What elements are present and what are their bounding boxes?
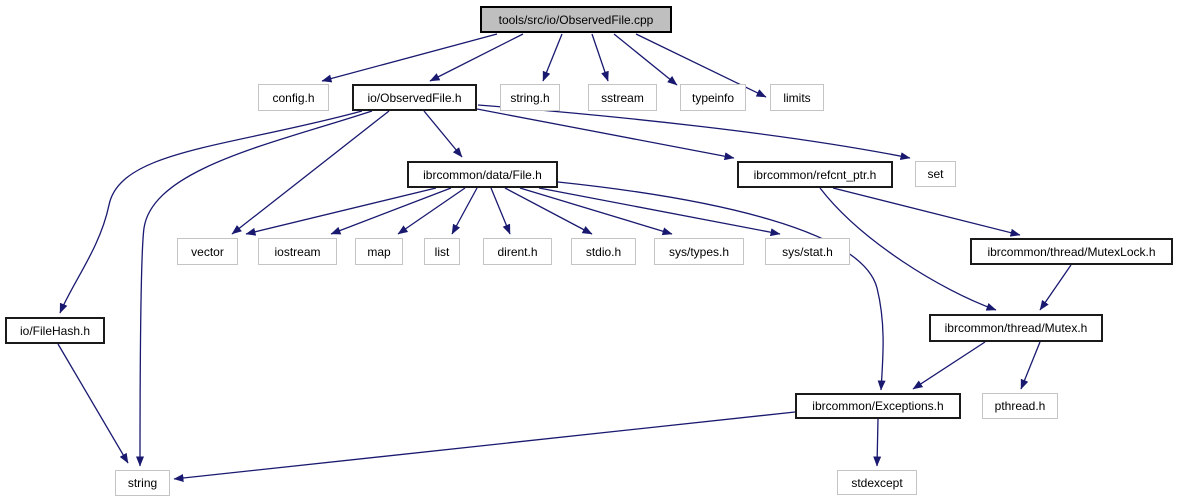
node-limits: limits (770, 84, 824, 111)
node-observedfile-cpp[interactable]: tools/src/io/ObservedFile.cpp (480, 6, 672, 33)
edge-data-file-h-to-dirent-h (490, 187, 511, 235)
edge-io-observedfile-h-to-data-file-h (423, 110, 463, 158)
node-refcnt-ptr-h[interactable]: ibrcommon/refcnt_ptr.h (737, 161, 893, 188)
edge-io-observedfile-h-to-filehash-h (59, 110, 363, 314)
node-iostream: iostream (258, 238, 337, 265)
edge-observedfile-cpp-to-typeinfo (613, 33, 678, 86)
node-map: map (355, 238, 403, 265)
node-sys-types-h: sys/types.h (654, 238, 744, 265)
node-string: string (115, 470, 170, 496)
edge-data-file-h-to-stdio-h (504, 187, 593, 235)
edge-observedfile-cpp-to-string-h (542, 33, 563, 82)
node-sstream: sstream (588, 84, 657, 111)
edge-data-file-h-to-sys-types-h (519, 187, 673, 236)
node-data-file-h[interactable]: ibrcommon/data/File.h (407, 161, 558, 188)
node-string-h: string.h (500, 84, 560, 111)
edge-data-file-h-to-map (397, 187, 466, 235)
edge-refcnt-ptr-h-to-mutexlock-h (832, 187, 1021, 237)
node-io-observedfile-h[interactable]: io/ObservedFile.h (352, 84, 477, 111)
edge-io-observedfile-h-to-vector (231, 110, 390, 235)
node-exceptions-h[interactable]: ibrcommon/Exceptions.h (795, 393, 961, 419)
edge-io-observedfile-h-to-string (136, 110, 373, 467)
edge-observedfile-cpp-to-config-h (321, 33, 498, 83)
node-config-h: config.h (258, 84, 329, 111)
edge-refcnt-ptr-h-to-mutex-h (819, 187, 997, 311)
node-filehash-h[interactable]: io/FileHash.h (5, 317, 105, 344)
edge-io-observedfile-h-to-refcnt-ptr-h (476, 108, 735, 161)
node-typeinfo: typeinfo (680, 84, 746, 111)
node-dirent-h: dirent.h (483, 238, 552, 265)
edge-exceptions-h-to-stdexcept (873, 418, 882, 467)
edge-mutex-h-to-pthread-h (1020, 341, 1041, 390)
edge-data-file-h-to-vector (245, 187, 437, 236)
edge-mutex-h-to-exceptions-h (912, 341, 986, 390)
edge-data-file-h-to-list (451, 187, 478, 235)
node-vector: vector (177, 238, 238, 265)
edge-data-file-h-to-iostream (330, 187, 452, 235)
edge-mutexlock-h-to-mutex-h (1039, 264, 1072, 311)
edge-exceptions-h-to-string (173, 411, 796, 482)
node-set: set (915, 161, 956, 187)
node-stdexcept: stdexcept (837, 470, 917, 495)
edge-filehash-h-to-string (57, 343, 129, 464)
edge-observedfile-cpp-to-io-observedfile-h (429, 33, 524, 82)
node-mutex-h[interactable]: ibrcommon/thread/Mutex.h (929, 314, 1103, 342)
edge-data-file-h-to-sys-stat-h (538, 187, 781, 237)
node-mutexlock-h[interactable]: ibrcommon/thread/MutexLock.h (970, 238, 1173, 265)
node-list: list (424, 238, 460, 265)
edge-data-file-h-to-exceptions-h (557, 181, 886, 391)
edge-observedfile-cpp-to-sstream (591, 33, 609, 82)
node-sys-stat-h: sys/stat.h (765, 238, 850, 265)
node-pthread-h: pthread.h (982, 393, 1058, 419)
node-stdio-h: stdio.h (571, 238, 636, 265)
